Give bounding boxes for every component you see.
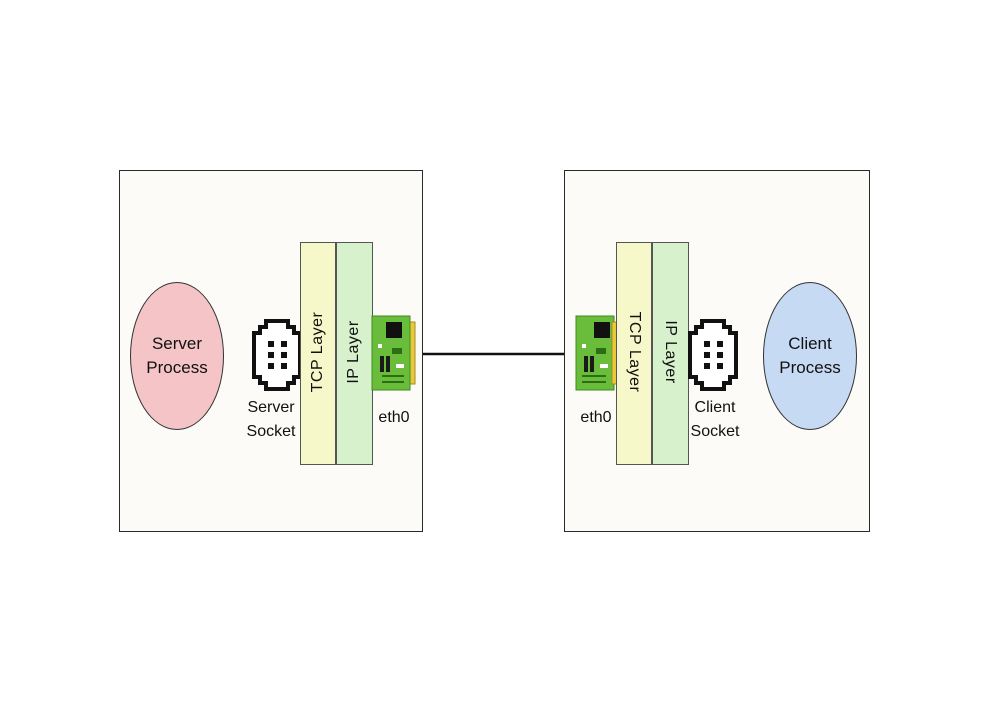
client-nic-icon	[575, 315, 620, 391]
client-socket-icon	[688, 319, 738, 391]
server-nic-icon	[371, 315, 416, 391]
client-tcp-layer-label: TCP Layer	[626, 311, 643, 393]
server-socket-icon	[252, 319, 302, 391]
server-socket-label: Server Socket	[246, 399, 296, 440]
client-socket-label: Client Socket	[690, 399, 740, 440]
client-tcp-layer	[616, 242, 652, 465]
server-process: Server Process	[130, 282, 224, 430]
server-nic-label: eth0	[378, 409, 410, 426]
client-process-label: Client Process	[779, 334, 841, 377]
server-tcp-layer-label: TCP Layer	[309, 311, 326, 393]
server-ip-layer	[336, 242, 373, 465]
client-ip-layer-label: IP Layer	[662, 320, 679, 384]
client-nic-label: eth0	[580, 409, 612, 426]
server-tcp-layer	[300, 242, 336, 465]
server-process-label: Server Process	[146, 334, 208, 377]
server-ip-layer-label: IP Layer	[345, 320, 362, 384]
client-process: Client Process	[763, 282, 857, 430]
